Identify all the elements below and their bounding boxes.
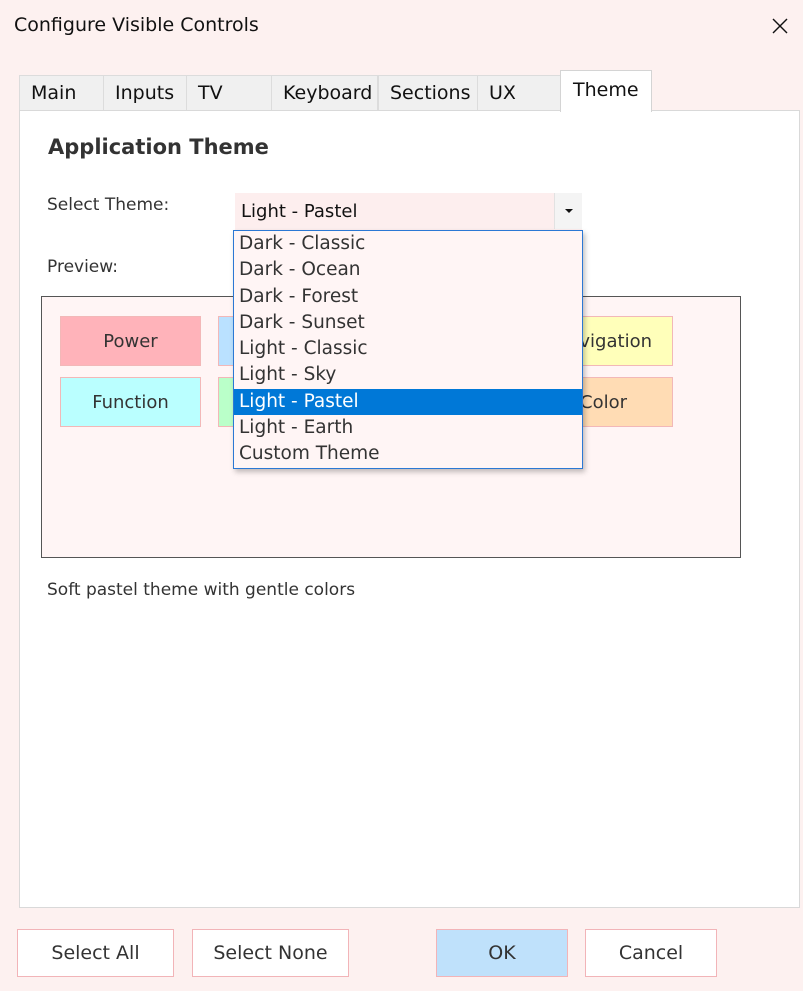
preview-power-button: Power bbox=[60, 316, 201, 366]
theme-select[interactable]: Light - Pastel bbox=[235, 193, 582, 230]
dropdown-option[interactable]: Dark - Sunset bbox=[239, 311, 365, 333]
preview-function-button: Function bbox=[60, 377, 201, 427]
tab-theme[interactable]: Theme bbox=[560, 70, 652, 112]
dropdown-option[interactable]: Dark - Forest bbox=[239, 285, 359, 307]
dropdown-option[interactable]: Light - Sky bbox=[239, 364, 337, 386]
select-all-button[interactable]: Select All bbox=[17, 929, 174, 977]
dropdown-option[interactable]: Dark - Classic bbox=[239, 233, 366, 254]
cancel-button[interactable]: Cancel bbox=[585, 929, 717, 977]
close-button[interactable] bbox=[757, 0, 803, 52]
dropdown-option[interactable]: Custom Theme bbox=[239, 443, 380, 465]
theme-dropdown-list[interactable]: Dark - Classic Dark - Ocean Dark - Fores… bbox=[233, 230, 583, 469]
section-title: Application Theme bbox=[48, 135, 269, 159]
select-none-button[interactable]: Select None bbox=[192, 929, 349, 977]
dropdown-button[interactable] bbox=[554, 193, 582, 229]
tab-keyboard[interactable]: Keyboard bbox=[271, 75, 378, 110]
dropdown-option[interactable]: Light - Earth bbox=[239, 417, 354, 439]
tab-tv[interactable]: TV bbox=[186, 75, 272, 110]
theme-select-value: Light - Pastel bbox=[241, 201, 358, 222]
tab-main[interactable]: Main bbox=[19, 75, 104, 110]
select-theme-label: Select Theme: bbox=[47, 195, 170, 215]
dropdown-option[interactable]: Light - Classic bbox=[239, 338, 368, 360]
dropdown-option[interactable]: Dark - Ocean bbox=[239, 259, 361, 281]
ok-button[interactable]: OK bbox=[436, 929, 568, 977]
tab-sections[interactable]: Sections bbox=[378, 75, 478, 110]
theme-description: Soft pastel theme with gentle colors bbox=[47, 580, 356, 600]
dropdown-arrow-icon bbox=[564, 209, 573, 213]
title-bar: Configure Visible Controls bbox=[0, 0, 803, 52]
close-icon bbox=[772, 18, 788, 34]
dropdown-option-selected[interactable]: Light - Pastel bbox=[234, 388, 582, 416]
tab-inputs[interactable]: Inputs bbox=[103, 75, 187, 110]
preview-color-label: Color bbox=[580, 391, 627, 413]
preview-label: Preview: bbox=[47, 257, 118, 277]
tab-ux[interactable]: UX bbox=[477, 75, 561, 110]
window-title: Configure Visible Controls bbox=[14, 14, 259, 36]
